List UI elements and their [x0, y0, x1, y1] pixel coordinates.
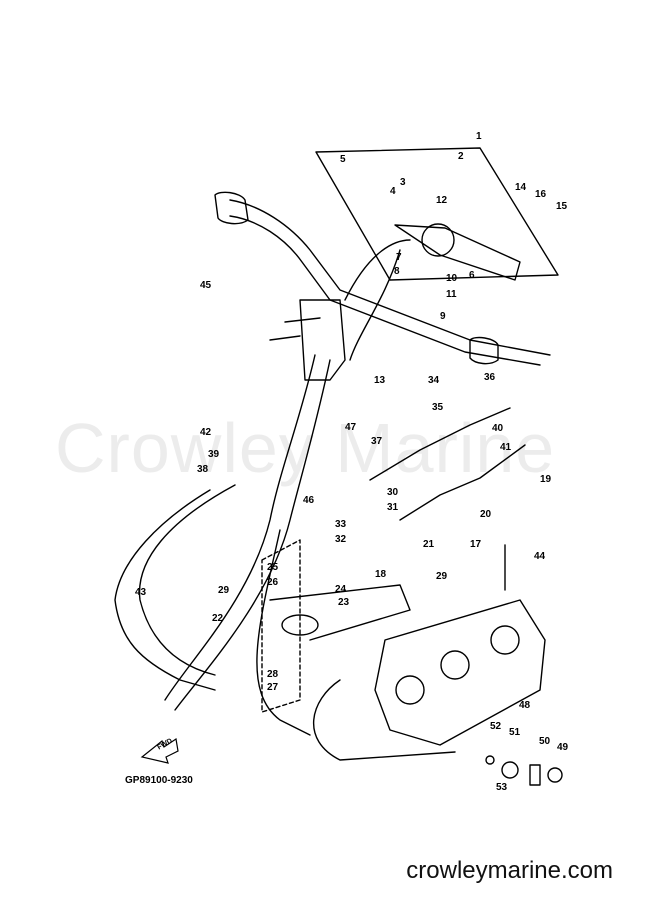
part-label-9: 9: [440, 311, 446, 322]
part-label-42: 42: [200, 427, 212, 438]
cable-right: [344, 239, 411, 361]
part-label-47: 47: [345, 422, 357, 433]
part-label-15: 15: [556, 201, 568, 212]
part-label-37: 37: [371, 436, 383, 447]
cable-17: [399, 444, 526, 521]
diagram-code: GP89100-9230: [125, 775, 193, 786]
part-label-8: 8: [394, 266, 400, 277]
part-label-51: 51: [509, 727, 521, 738]
cap-49: [547, 767, 563, 783]
steering-column: [299, 299, 346, 381]
left-grip: [214, 191, 249, 225]
part-label-20: 20: [480, 509, 492, 520]
throttle-cable: [114, 489, 216, 691]
part-label-16: 16: [535, 189, 547, 200]
part-label-19: 19: [540, 474, 552, 485]
part-label-50: 50: [539, 736, 551, 747]
throttle-housing: [421, 223, 455, 257]
carb-cable: [313, 679, 456, 761]
part-label-39: 39: [208, 449, 220, 460]
part-label-23: 23: [338, 597, 350, 608]
washer-52: [485, 755, 495, 765]
part-label-40: 40: [492, 423, 504, 434]
part-label-11: 11: [446, 289, 457, 300]
part-label-26: 26: [267, 577, 279, 588]
part-label-31: 31: [387, 502, 399, 513]
part-label-29: 29: [436, 571, 448, 582]
handlebar: [229, 199, 551, 356]
part-label-18: 18: [375, 569, 387, 580]
part-label-24: 24: [335, 584, 347, 595]
bracket-49: [529, 764, 541, 786]
part-label-53: 53: [496, 782, 508, 793]
part-label-35: 35: [432, 402, 444, 413]
part-label-46: 46: [303, 495, 315, 506]
part-label-30: 30: [387, 487, 399, 498]
part-label-34: 34: [428, 375, 440, 386]
part-label-17: 17: [470, 539, 482, 550]
part-label-21: 21: [423, 539, 435, 550]
fwd-arrow-icon: [140, 737, 179, 764]
cable-34: [369, 407, 511, 481]
right-grip: [469, 336, 499, 365]
part-label-41: 41: [500, 442, 512, 453]
bracket-plate: [261, 539, 301, 713]
part-label-32: 32: [335, 534, 347, 545]
cable-loop: [256, 529, 311, 736]
part-label-25: 25: [267, 562, 279, 573]
part-label-12: 12: [436, 195, 448, 206]
part-label-36: 36: [484, 372, 496, 383]
part-label-13: 13: [374, 375, 386, 386]
cable-left: [164, 354, 316, 701]
part-label-27: 27: [267, 682, 279, 693]
part-label-5: 5: [340, 154, 346, 165]
choke-cable: [138, 484, 236, 676]
part-label-2: 2: [458, 151, 464, 162]
part-label-44: 44: [534, 551, 546, 562]
part-label-28: 28: [267, 669, 279, 680]
handlebar-assembly-plane: [315, 147, 559, 281]
part-label-52: 52: [490, 721, 502, 732]
part-label-49: 49: [557, 742, 569, 753]
part-label-3: 3: [400, 177, 406, 188]
part-label-1: 1: [476, 131, 482, 142]
carburetor-body: [374, 599, 546, 746]
footer-url: crowleymarine.com: [406, 857, 613, 884]
throttle-lever: [394, 224, 521, 281]
watermark-text: Crowley Marine: [55, 409, 556, 487]
part-label-38: 38: [197, 464, 209, 475]
part-label-10: 10: [446, 273, 458, 284]
part-label-22: 22: [212, 613, 224, 624]
part-label-33: 33: [335, 519, 347, 530]
part-label-43: 43: [135, 587, 147, 598]
part-label-7: 7: [396, 252, 402, 263]
part-label-48: 48: [519, 700, 531, 711]
part-label-29: 29: [218, 585, 230, 596]
part-label-14: 14: [515, 182, 527, 193]
cable-left-2: [174, 359, 331, 711]
knob-53: [501, 761, 519, 779]
part-label-45: 45: [200, 280, 212, 291]
part-label-6: 6: [469, 270, 475, 281]
part-label-4: 4: [390, 186, 396, 197]
cable-pulley: [281, 614, 319, 636]
